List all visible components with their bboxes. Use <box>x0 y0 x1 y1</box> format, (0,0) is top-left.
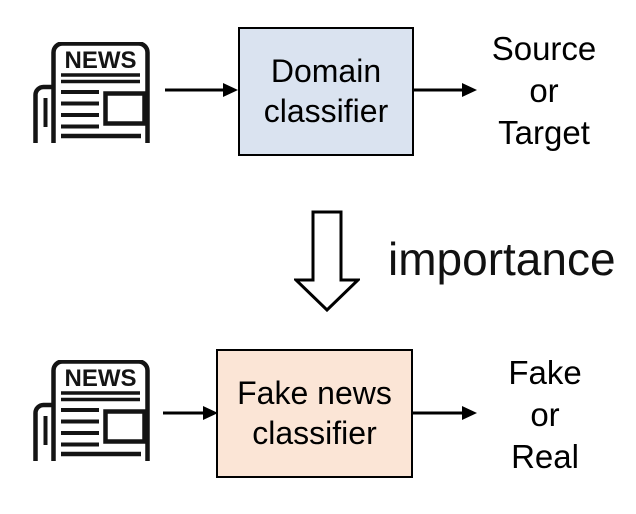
newspaper-photo-frame <box>103 91 147 126</box>
fake-or-real-label: Fake or Real <box>508 354 582 475</box>
newspaper-masthead: NEWS <box>65 365 137 392</box>
newspaper-icon: NEWS <box>33 42 150 143</box>
newspaper-photo-frame <box>103 409 147 444</box>
arrow-news-to-domain-box <box>165 83 238 97</box>
newspaper-icon: NEWS <box>33 360 150 461</box>
arrow-fake-box-to-output <box>413 406 477 420</box>
arrow-domain-box-to-output <box>414 83 477 97</box>
domain-classifier-label: Domain classifier <box>263 52 389 129</box>
fake-news-classifier-box: Fake news classifier <box>216 349 413 478</box>
newspaper-masthead: NEWS <box>65 47 137 74</box>
importance-label: importance <box>388 233 616 285</box>
source-or-target-label: Source or Target <box>491 30 597 151</box>
arrow-news-to-fake-box <box>163 406 218 420</box>
fake-news-classifier-label: Fake news classifier <box>237 374 392 451</box>
hollow-down-arrow <box>294 210 360 312</box>
domain-classifier-box: Domain classifier <box>238 27 414 156</box>
